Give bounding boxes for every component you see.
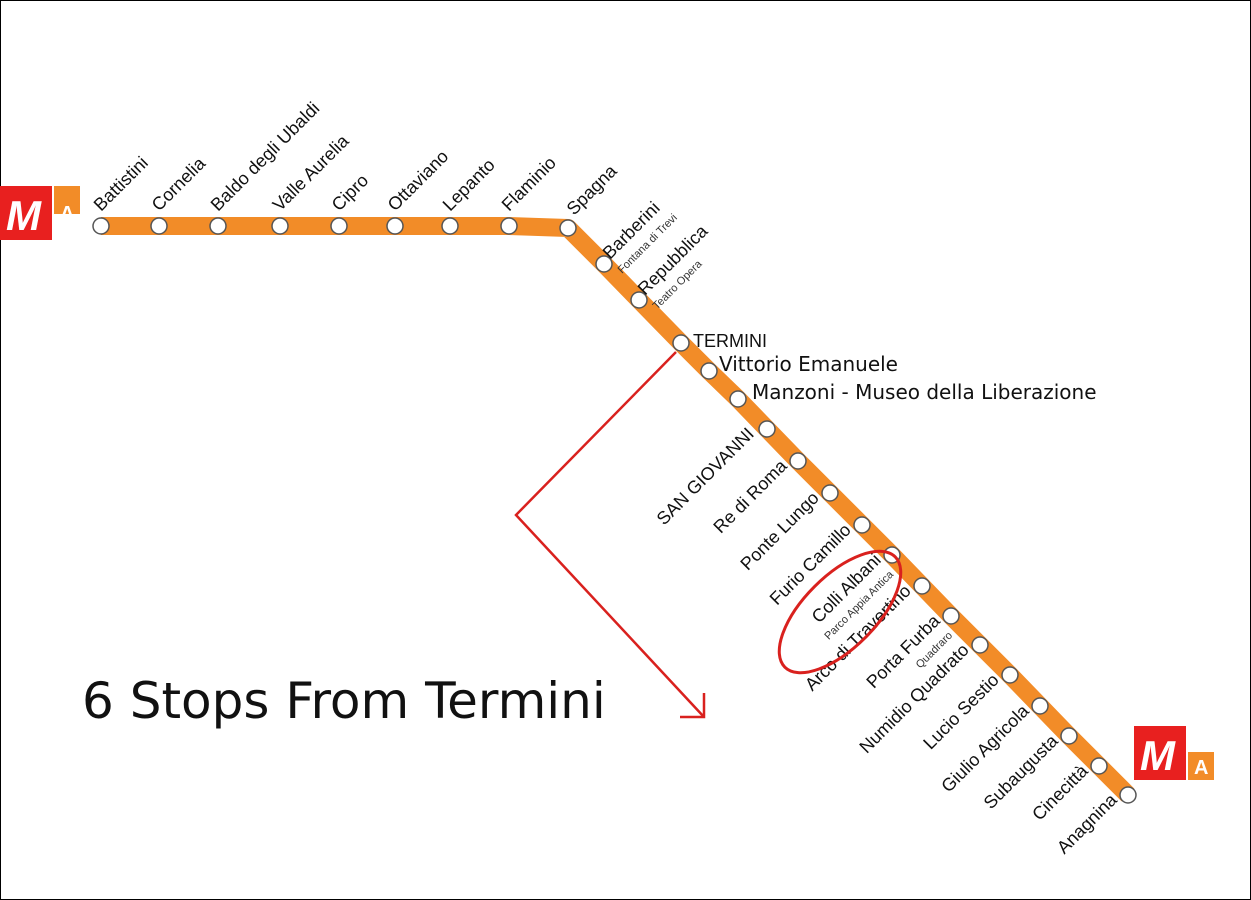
station: Spagna	[559, 160, 622, 237]
station-dot	[441, 217, 459, 235]
station-dot	[821, 484, 839, 502]
station-dot	[971, 636, 989, 654]
station-dot	[913, 577, 931, 595]
station-dot	[630, 291, 648, 309]
station-label: Spagna	[563, 160, 622, 219]
station-dot	[150, 217, 168, 235]
highlight-ellipse	[777, 549, 903, 675]
station-label: Cornelia	[148, 153, 210, 215]
station-dot	[729, 390, 747, 408]
caption: 6 Stops From Termini	[82, 672, 606, 730]
station: TERMINI	[672, 331, 767, 352]
station-dot	[500, 217, 518, 235]
station-dot	[700, 362, 718, 380]
station-dot	[1119, 786, 1137, 804]
metro-m-letter: M	[6, 192, 42, 239]
station-dot	[209, 217, 227, 235]
station: Vittorio Emanuele	[700, 352, 898, 380]
line-a-badge	[1188, 752, 1214, 780]
station-dot	[942, 607, 960, 625]
station-dot	[853, 516, 871, 534]
station: Manzoni - Museo della Liberazione	[729, 380, 1097, 408]
station-dot	[386, 217, 404, 235]
station-label: Numidio Quadrato	[855, 640, 972, 757]
station-label: Flaminio	[498, 153, 560, 215]
station-dot	[1090, 757, 1108, 775]
line-a-letter: A	[1194, 757, 1208, 779]
station-dot	[330, 217, 348, 235]
line-a-badge	[54, 186, 80, 214]
station-dot	[1031, 697, 1049, 715]
station-dot	[758, 420, 776, 438]
station-label: Baldo degli Ubaldi	[207, 98, 324, 215]
station-dot	[672, 334, 690, 352]
metro-m-letter: M	[1140, 732, 1176, 779]
metro-logo-end: M A	[1134, 726, 1214, 780]
station-label: Cipro	[328, 170, 373, 215]
station-dot	[595, 255, 613, 273]
metro-m-badge	[1134, 726, 1186, 780]
station-label: Manzoni - Museo della Liberazione	[752, 380, 1097, 404]
line-a-letter: A	[60, 203, 74, 225]
station-label: Vittorio Emanuele	[719, 352, 898, 376]
direction-arrow	[514, 351, 706, 719]
station-dot	[1001, 666, 1019, 684]
station-label: Battistini	[90, 153, 152, 215]
station-dot	[1060, 727, 1078, 745]
station-dot	[559, 219, 577, 237]
metro-m-badge	[0, 186, 52, 240]
station-dot	[92, 217, 110, 235]
station-dot	[789, 452, 807, 470]
station-label: TERMINI	[693, 331, 767, 351]
station-dot	[271, 217, 289, 235]
metro-logo-start: M A	[0, 186, 80, 240]
